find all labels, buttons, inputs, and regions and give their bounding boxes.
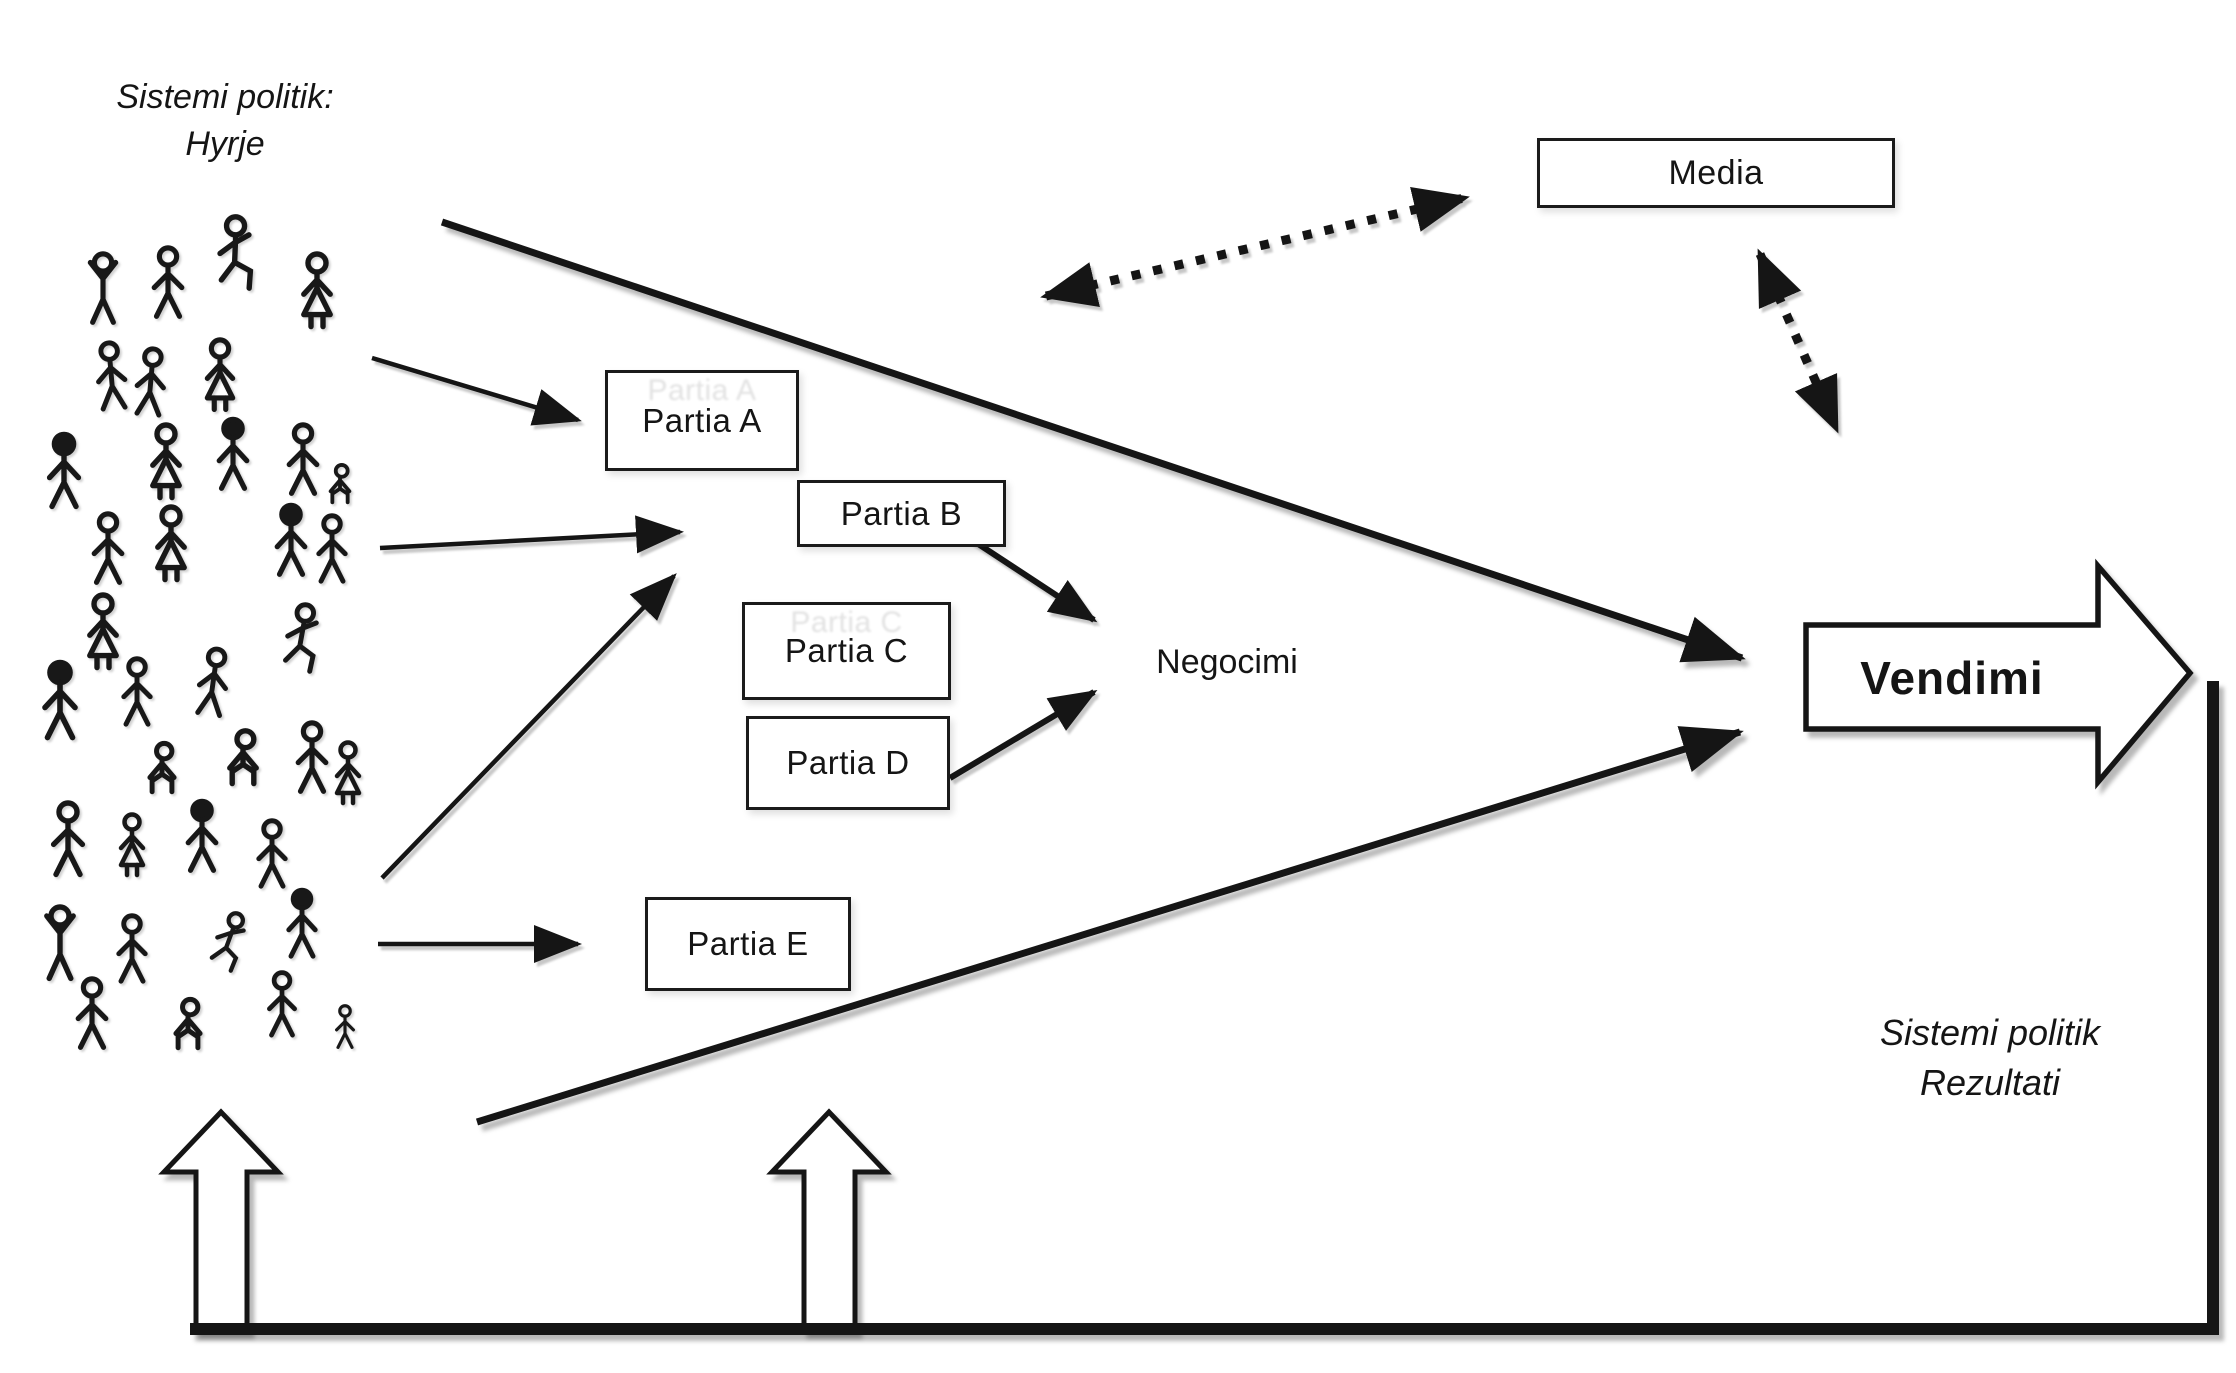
stick-figure-standf (277, 505, 305, 574)
stick-figure-crouch (176, 999, 200, 1047)
decision-block-arrow (1803, 558, 2194, 790)
partia-d-to-negocimi-arrow (948, 689, 1098, 781)
stick-figure-crouch (150, 743, 174, 791)
media-public-dotted-arrow (1040, 187, 1470, 307)
party-box-d-label: Partia D (786, 744, 910, 781)
stick-figure-crouch (328, 462, 352, 505)
system-output-label: Sistemi politik Rezultati (1780, 1008, 2200, 1108)
negotiation-label: Negocimi (1156, 642, 1298, 681)
party-box-a-label: Partia A (642, 401, 762, 439)
stick-figure-standf (219, 419, 247, 488)
stick-figure-stand (78, 979, 106, 1047)
stick-figure-stand (319, 516, 345, 581)
stick-figure-stand (196, 647, 231, 715)
stick-figure-skirt (337, 743, 359, 804)
decision-label: Vendimi (1860, 652, 2044, 704)
crowd-of-citizens (45, 215, 359, 1048)
stick-figure-standf (45, 663, 75, 738)
feedback-up-arrow-2 (766, 1108, 892, 1333)
input-convergence-line-bottom (475, 726, 1744, 1126)
stick-figure-skirt (121, 815, 143, 876)
party-box-e: Partia E (645, 897, 851, 991)
stick-figure-stand (259, 821, 285, 886)
stick-figure-crouch (230, 731, 256, 784)
party-box-e-label: Partia E (687, 925, 809, 962)
media-box-label: Media (1668, 153, 1764, 192)
stick-figure-stand (154, 248, 182, 316)
stick-figure-standf (289, 890, 315, 956)
stick-figure-up (90, 254, 115, 322)
stick-figure-skirt (304, 254, 330, 327)
stick-figure-stand (135, 348, 167, 416)
stick-figure-run (286, 605, 317, 672)
stick-figure-stand (95, 342, 127, 410)
stick-figure-run (213, 215, 256, 292)
stick-figure-stand (335, 1004, 355, 1049)
stick-figure-standf (50, 434, 79, 506)
party-box-d: Partia D (746, 716, 950, 810)
stick-figure-stand (119, 916, 145, 981)
stick-figure-skirt (90, 595, 116, 668)
feedback-up-arrow-1 (158, 1108, 284, 1333)
stick-figure-skirt (153, 425, 179, 498)
stick-figure-skirt (207, 340, 232, 410)
stick-figure-stand (94, 514, 122, 582)
crowd-to-partia-b-arrow (379, 515, 684, 554)
crowd-to-parties-diagonal-arrow (380, 573, 677, 880)
system-input-label: Sistemi politik: Hyrje (40, 74, 410, 168)
system-output-line2: Rezultati (1919, 1062, 2061, 1103)
stick-figure-standf (188, 801, 216, 870)
stick-figure-stand (269, 973, 294, 1035)
feedback-loop-line (190, 681, 2219, 1335)
media-box: Media (1537, 138, 1895, 208)
stick-figure-up (47, 907, 73, 978)
stick-figure-stand (298, 723, 326, 791)
system-input-line1: Sistemi politik: (116, 78, 334, 116)
input-convergence-line-top (440, 218, 1746, 663)
party-box-b-label: Partia B (840, 494, 963, 532)
media-decision-dotted-arrow (1755, 248, 1841, 434)
party-box-a: Partia A Partia A (605, 370, 799, 471)
stick-figure-stand (124, 659, 150, 724)
party-box-b: Partia B (797, 480, 1006, 547)
system-output-line1: Sistemi politik (1879, 1012, 2101, 1053)
stick-figure-run (210, 910, 246, 971)
crowd-to-partia-a-arrow (371, 355, 582, 426)
stick-figure-stand (54, 803, 83, 874)
party-box-c: Partia C Partia C (742, 602, 951, 700)
party-box-c-label: Partia C (784, 632, 909, 669)
system-input-line2: Hyrje (185, 125, 265, 163)
stick-figure-skirt (158, 507, 184, 580)
stick-figure-stand (289, 425, 317, 493)
